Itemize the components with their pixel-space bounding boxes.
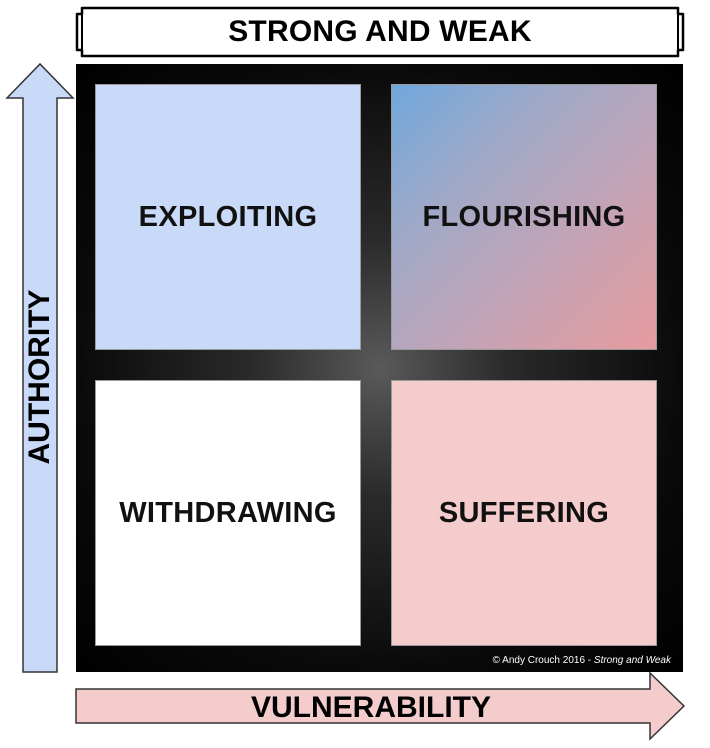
copyright-prefix: © Andy Crouch 2016 - <box>492 655 594 666</box>
authority-axis-label: AUTHORITY <box>4 62 76 674</box>
matrix-frame: EXPLOITING FLOURISHING WITHDRAWING SUFFE… <box>76 64 683 672</box>
diagram-title: STRONG AND WEAK <box>228 15 532 48</box>
quadrant-flourishing: FLOURISHING <box>391 84 657 350</box>
quadrant-withdrawing: WITHDRAWING <box>95 380 361 646</box>
copyright-notice: © Andy Crouch 2016 - Strong and Weak <box>493 655 671 666</box>
quadrant-suffering-label: SUFFERING <box>438 496 610 529</box>
vulnerability-arrow <box>74 670 688 742</box>
quadrant-suffering: SUFFERING <box>391 380 657 646</box>
copyright-book-title: Strong and Weak <box>593 655 671 666</box>
title-banner: STRONG AND WEAK <box>72 4 688 60</box>
quadrant-exploiting: EXPLOITING <box>95 84 361 350</box>
scroll-banner-shape <box>75 6 685 58</box>
quadrant-withdrawing-label: WITHDRAWING <box>119 496 337 529</box>
authority-arrow <box>4 62 76 674</box>
quadrant-exploiting-label: EXPLOITING <box>138 200 318 233</box>
quadrant-flourishing-label: FLOURISHING <box>422 200 626 233</box>
authority-label-text: AUTHORITY <box>23 289 56 465</box>
vulnerability-axis-label: VULNERABILITY <box>251 691 491 724</box>
